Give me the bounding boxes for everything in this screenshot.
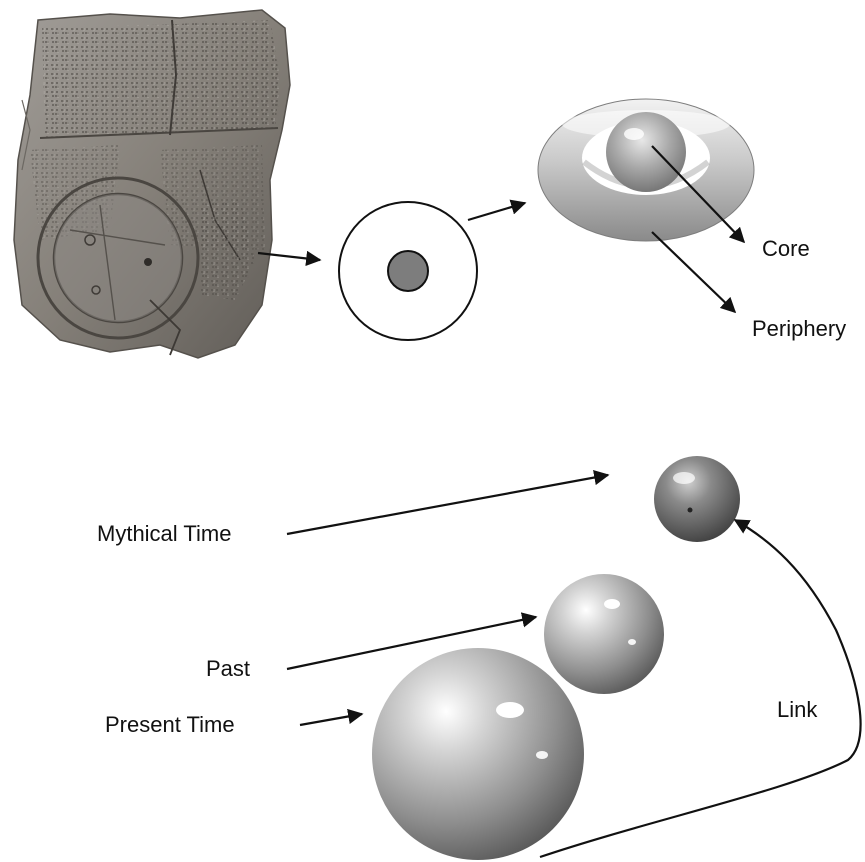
label-mythical-time: Mythical Time xyxy=(97,521,231,546)
past-sphere xyxy=(544,574,664,694)
arrow-mythical-time xyxy=(287,475,608,534)
arrow-present-time xyxy=(300,714,362,725)
mythical-time-sphere xyxy=(654,456,740,542)
label-present-time: Present Time xyxy=(105,712,235,737)
core-circle xyxy=(388,251,428,291)
tablet-icon xyxy=(14,10,290,358)
label-periphery: Periphery xyxy=(752,316,846,341)
label-past: Past xyxy=(206,656,250,681)
present-time-sphere xyxy=(372,648,584,860)
concentric-circles-icon xyxy=(339,202,477,340)
arrow-circles-to-torus xyxy=(468,203,525,220)
arrow-periphery xyxy=(652,232,735,312)
label-link: Link xyxy=(777,697,818,722)
label-core: Core xyxy=(762,236,810,261)
core-sphere xyxy=(606,112,686,192)
